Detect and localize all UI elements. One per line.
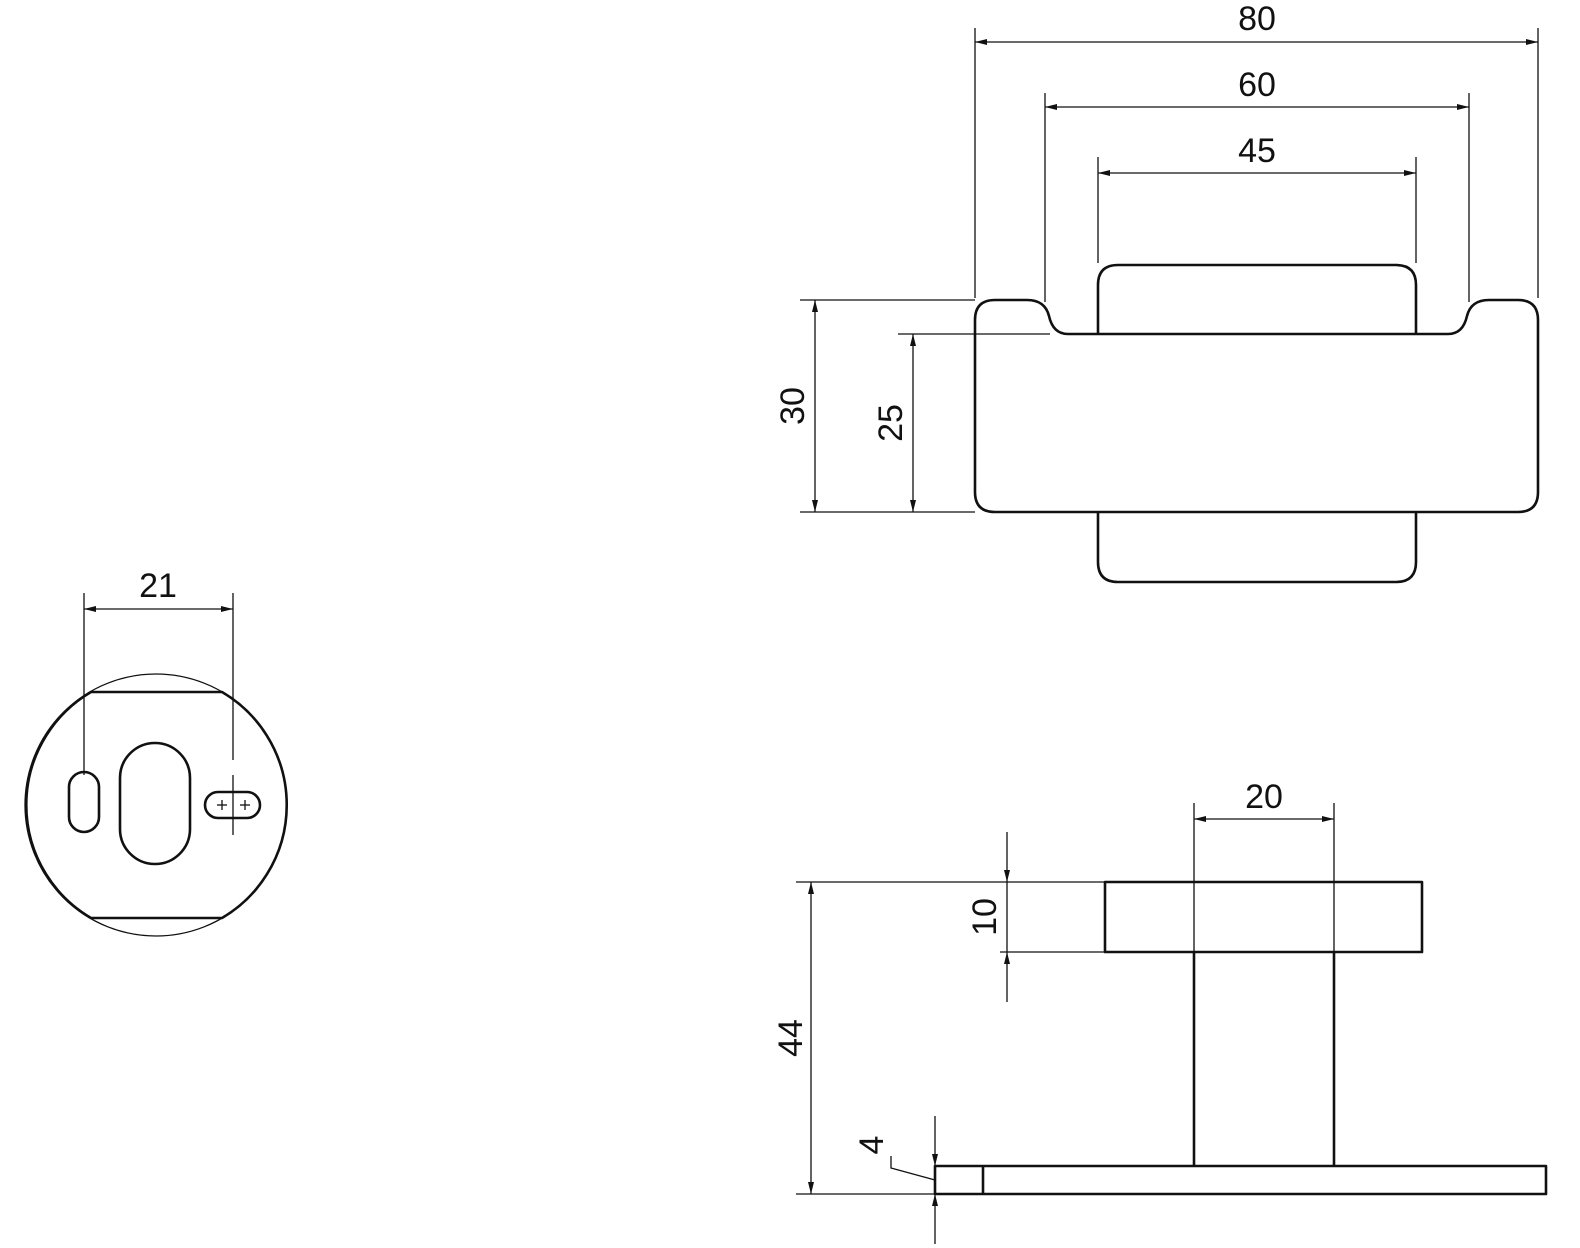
front-inner-bar: [1096, 263, 1418, 334]
dim-text-21: 21: [139, 567, 177, 605]
dim-text-60: 60: [1238, 66, 1276, 104]
dim-text-45: 45: [1238, 132, 1276, 170]
dim-text-20: 20: [1245, 778, 1283, 816]
front-main-plate: [973, 298, 1540, 514]
dim-text-4: 4: [853, 1136, 891, 1155]
round-large-oval: [118, 741, 192, 866]
side-view: 20 10 44 4: [772, 778, 1548, 1244]
dim-text-25: 25: [872, 404, 910, 442]
front-view: 80 60 45 30 25: [774, 0, 1540, 584]
side-base-plate: [933, 1164, 1548, 1196]
round-small-slot: [67, 770, 101, 834]
dim-text-10: 10: [966, 898, 1004, 936]
front-inner-bar-bottom: [1096, 512, 1418, 584]
side-top-plate: [1103, 880, 1424, 954]
dim-text-30: 30: [774, 387, 812, 425]
round-view: 21: [24, 567, 288, 937]
dim-text-44: 44: [772, 1019, 810, 1057]
dim-text-80: 80: [1238, 0, 1276, 38]
